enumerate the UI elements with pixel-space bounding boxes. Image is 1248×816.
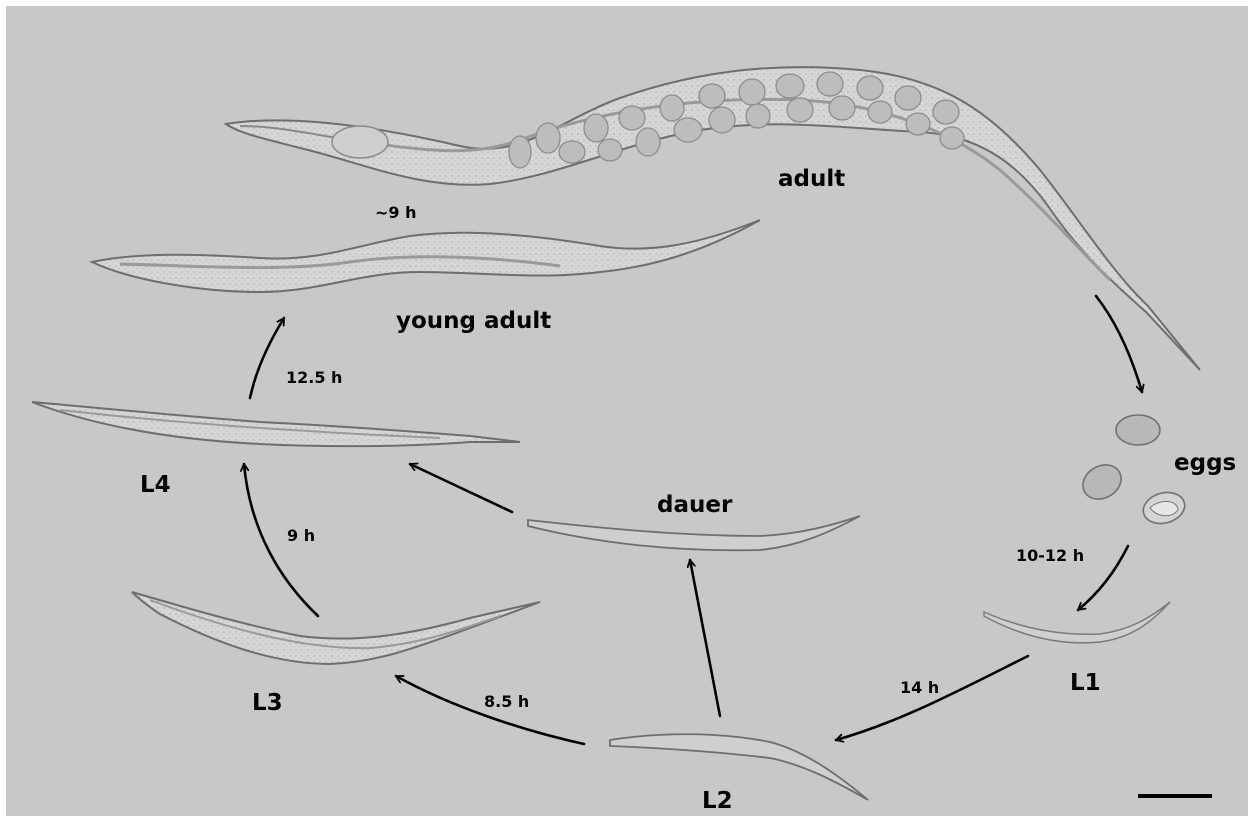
l2-body xyxy=(610,734,868,800)
life-cycle-arrows xyxy=(244,296,1142,744)
label-adult: adult xyxy=(778,168,845,191)
duration-l2-to-l3: 8.5 h xyxy=(484,694,529,710)
duration-l1-to-l2: 14 h xyxy=(900,680,939,696)
egg xyxy=(1116,415,1160,445)
arrow-eggs-to-l1 xyxy=(1078,546,1128,610)
label-l3: L3 xyxy=(252,692,283,715)
egg xyxy=(1077,458,1128,506)
label-l4: L4 xyxy=(140,474,171,497)
label-dauer: dauer xyxy=(657,494,732,517)
adult-worm xyxy=(226,67,1200,370)
arrow-l2-to-dauer xyxy=(690,560,720,716)
label-l1: L1 xyxy=(1070,672,1101,695)
dauer-worm xyxy=(528,516,860,550)
l2-worm xyxy=(610,734,868,800)
label-eggs: eggs xyxy=(1174,452,1236,475)
arrow-dauer-to-l4 xyxy=(410,464,512,512)
l1-body xyxy=(984,602,1170,643)
young-adult-worm xyxy=(92,220,760,292)
l4-worm xyxy=(32,402,520,446)
label-l2: L2 xyxy=(702,790,733,813)
l3-body xyxy=(132,592,540,664)
l3-worm xyxy=(132,592,540,664)
duration-l3-to-l4: 9 h xyxy=(287,528,315,544)
duration-eggs-to-l1: 10-12 h xyxy=(1016,548,1084,564)
dauer-body xyxy=(528,516,860,550)
duration-l4-to-young-adult: 12.5 h xyxy=(286,370,342,386)
arrow-l4-to-young-adult xyxy=(250,318,284,398)
label-young-adult: young adult xyxy=(396,310,551,333)
arrow-adult-to-eggs xyxy=(1096,296,1142,392)
duration-young-adult-to-adult: ~9 h xyxy=(375,205,417,221)
adult-bulb xyxy=(332,126,388,158)
l1-worm xyxy=(984,602,1170,643)
eggs-cluster xyxy=(1077,415,1188,528)
arrow-l1-to-l2 xyxy=(836,656,1028,740)
scale-bar xyxy=(1138,794,1212,798)
l4-body xyxy=(32,402,520,446)
